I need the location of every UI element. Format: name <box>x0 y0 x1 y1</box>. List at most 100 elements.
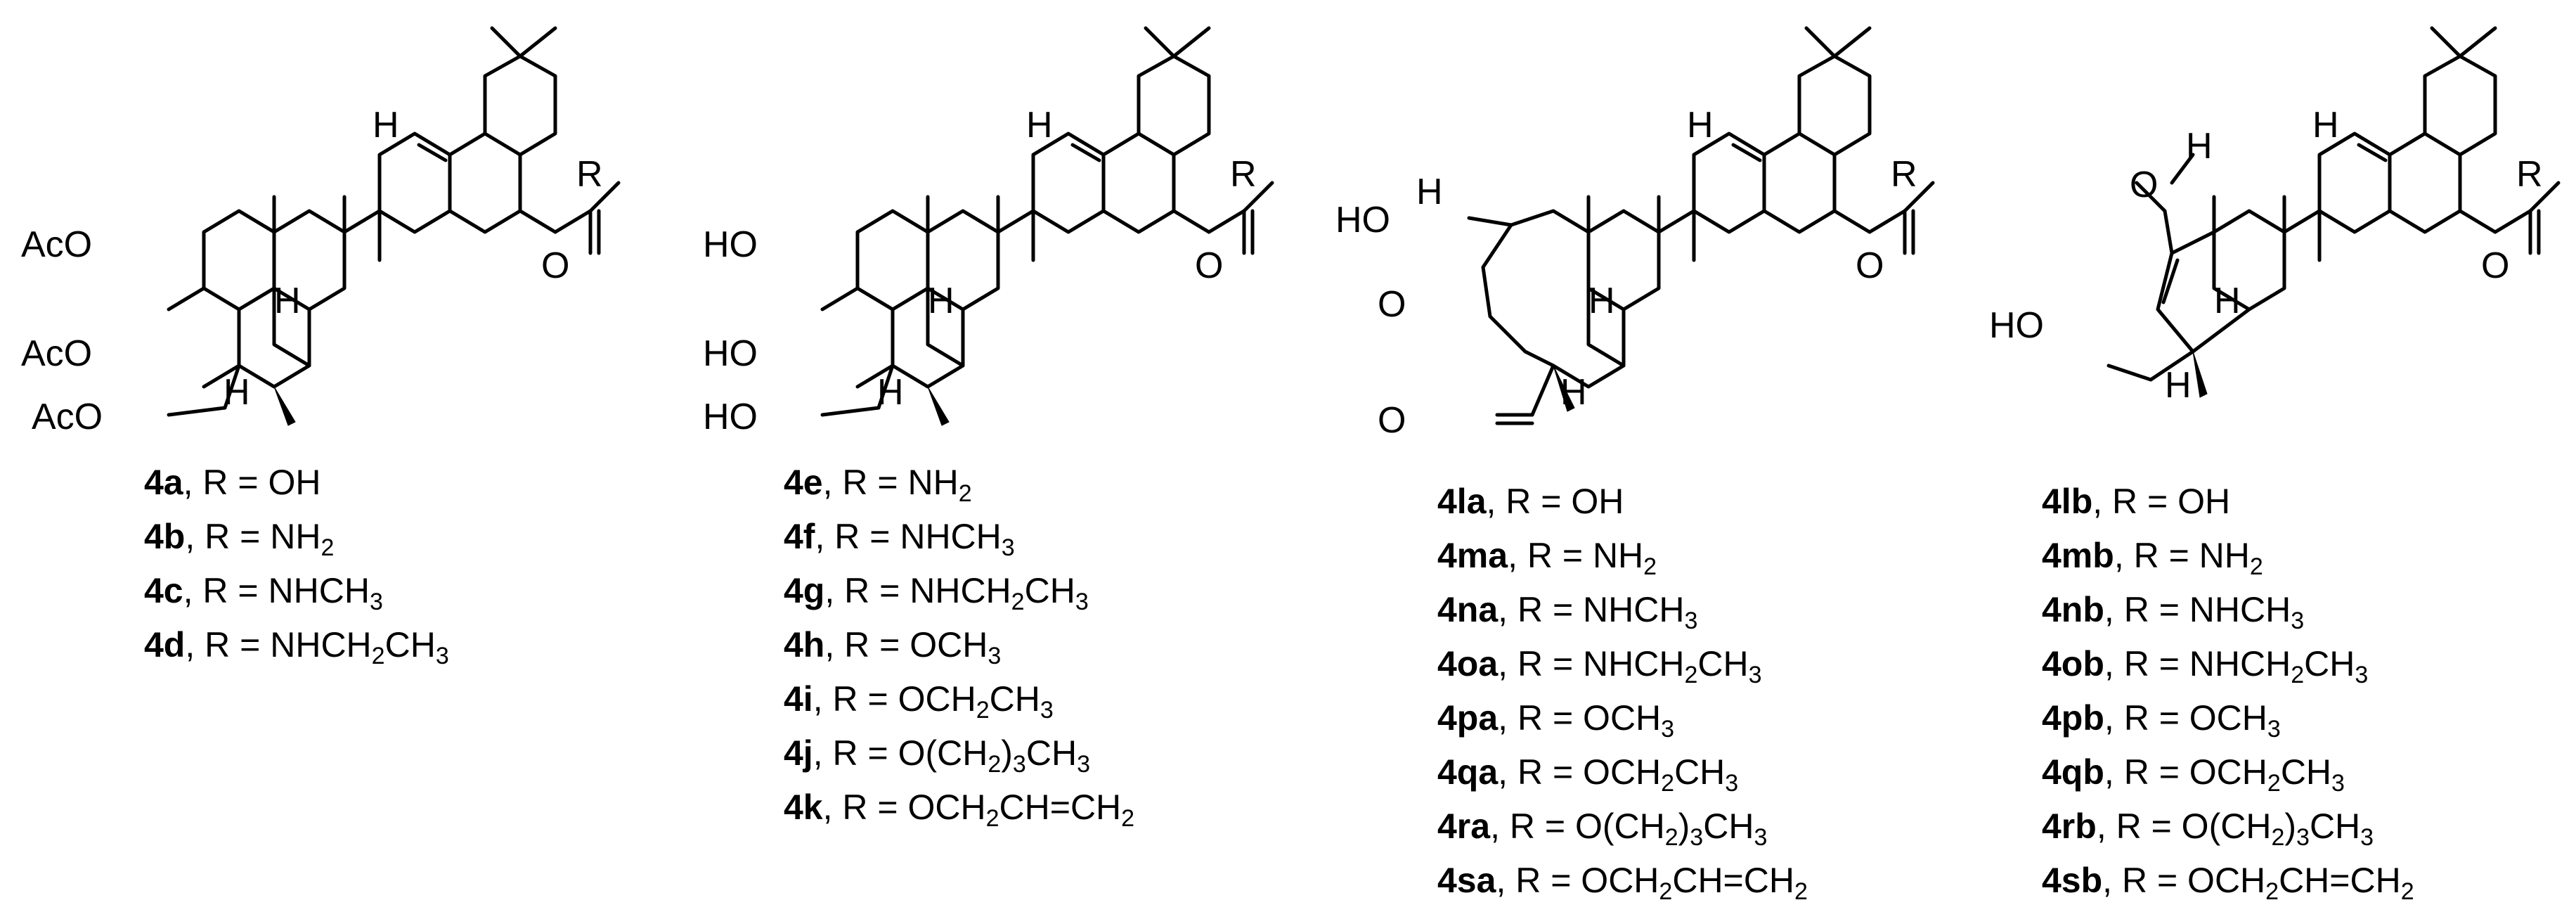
compound-code: 4a <box>144 463 183 502</box>
atom-label: H <box>373 105 399 146</box>
atom-label: O <box>1378 400 1406 441</box>
atom-label: HO <box>703 333 758 374</box>
compound-code: 4pa <box>1437 698 1499 738</box>
subscript: 3 <box>988 643 1002 669</box>
compound-list-4lb-4sb: 4lb, R = OH 4mb, R = NH2 4nb, R = NHCH3 … <box>2042 475 2414 908</box>
compound-code: 4lb <box>2042 482 2093 521</box>
compound-entry: 4qb, R = OCH2CH3 <box>2042 745 2414 799</box>
atom-label: O <box>1378 284 1406 325</box>
compound-code: 4h <box>784 625 825 664</box>
compound-entry: 4na, R = NHCH3 <box>1437 583 1808 637</box>
compound-code: 4i <box>784 679 813 719</box>
subscript: 3 <box>1001 534 1015 561</box>
substituent: , R = OCH <box>824 625 988 664</box>
atom-label: H <box>1687 105 1714 146</box>
subscript: 2 <box>985 805 999 832</box>
subscript: 3 <box>435 643 449 669</box>
compound-entry: 4e, R = NH2 <box>784 456 1134 510</box>
compound-code: 4d <box>144 625 186 664</box>
compound-entry: 4qa, R = OCH2CH3 <box>1437 745 1808 799</box>
compound-entry: 4d, R = NHCH2CH3 <box>144 618 449 672</box>
substituent: , R = OCH <box>2104 752 2267 792</box>
substituent-tail: ) <box>1001 733 1013 773</box>
substituent: , R = O(CH <box>1490 806 1665 846</box>
substituent: , R = NHCH <box>1498 590 1685 629</box>
subscript: 2 <box>1121 805 1135 832</box>
substituent-tail: CH <box>1024 571 1075 610</box>
compound-entry: 4lb, R = OH <box>2042 475 2414 529</box>
subscript: 3 <box>1684 608 1698 634</box>
compound-code: 4b <box>144 517 186 556</box>
atom-label: H <box>1560 372 1587 413</box>
compound-code: 4g <box>784 571 825 610</box>
atom-label: R <box>2516 154 2543 195</box>
atom-label: HO <box>1335 200 1390 240</box>
compound-entry: 4g, R = NHCH2CH3 <box>784 564 1134 618</box>
compound-code: 4na <box>1437 590 1499 629</box>
atom-label: H <box>2312 105 2339 146</box>
subscript: 2 <box>1684 662 1698 688</box>
compound-entry: 4i, R = OCH2CH3 <box>784 672 1134 726</box>
substituent-tail: CH <box>2280 752 2332 792</box>
skeleton-4lb-4sb <box>2106 26 2561 398</box>
subscript: 3 <box>2296 824 2310 851</box>
substituent: , R = O(CH <box>2096 806 2272 846</box>
subscript: 3 <box>2360 824 2374 851</box>
compound-code: 4la <box>1437 482 1487 521</box>
compound-code: 4e <box>784 463 823 502</box>
subscript: 3 <box>1725 770 1739 797</box>
compound-code: 4j <box>784 733 813 773</box>
substituent-tail: CH <box>989 679 1040 719</box>
atom-label: O <box>1195 245 1223 286</box>
substituent: , R = NHCH <box>183 571 370 610</box>
subscript: 3 <box>1661 716 1675 743</box>
subscript: 2 <box>2291 662 2305 688</box>
subscript: 2 <box>321 534 335 561</box>
compound-entry: 4ra, R = O(CH2)3CH3 <box>1437 799 1808 854</box>
compound-entry: 4a, R = OH <box>144 456 449 510</box>
atom-label: HO <box>1989 305 2044 346</box>
subscript: 2 <box>2267 770 2281 797</box>
substituent: , R = OCH <box>2102 861 2266 900</box>
skeleton-4a-4d <box>167 26 621 426</box>
substituent: , R = NHCH <box>815 517 1002 556</box>
subscript: 3 <box>1690 824 1704 851</box>
substituent: , R = OCH <box>2104 698 2267 738</box>
compound-entry: 4oa, R = NHCH2CH3 <box>1437 637 1808 691</box>
substituent: , R = NHCH <box>185 625 372 664</box>
subscript: 2 <box>2265 878 2279 905</box>
substituent: , R = NH <box>185 517 321 556</box>
subscript: 3 <box>2331 770 2345 797</box>
subscript: 2 <box>988 751 1002 778</box>
compound-entry: 4ma, R = NH2 <box>1437 529 1808 583</box>
substituent: , R = OCH <box>813 679 976 719</box>
atom-label: H <box>877 372 904 413</box>
substituent-tail: ) <box>1678 806 1690 846</box>
skeleton-4la-4sa <box>1467 26 1935 425</box>
substituent-tail: CH=CH <box>999 788 1122 827</box>
atom-label: O <box>2130 165 2158 205</box>
atom-label: H <box>1588 281 1615 321</box>
atom-label: H <box>224 372 250 413</box>
compound-code: 4oa <box>1437 644 1499 683</box>
subscript: 3 <box>1012 751 1026 778</box>
atom-label: H <box>2214 281 2241 321</box>
substituent: , R = NHCH <box>2104 644 2291 683</box>
compound-list-4e-4k: 4e, R = NH2 4f, R = NHCH3 4g, R = NHCH2C… <box>784 456 1134 835</box>
subscript: 2 <box>2249 553 2263 580</box>
compound-code: 4c <box>144 571 183 610</box>
atom-label: R <box>1891 154 1917 195</box>
compound-code: 4k <box>784 788 823 827</box>
compound-code: 4mb <box>2042 536 2114 575</box>
compound-code: 4qb <box>2042 752 2104 792</box>
subscript: 3 <box>369 589 383 615</box>
subscript: 3 <box>2267 716 2281 743</box>
substituent: , R = OCH <box>1496 861 1659 900</box>
compound-entry: 4la, R = OH <box>1437 475 1808 529</box>
substituent-tail: CH=CH <box>1672 861 1794 900</box>
compound-list-4la-4sa: 4la, R = OH 4ma, R = NH2 4na, R = NHCH3 … <box>1437 475 1808 908</box>
substituent: , R = NHCH <box>824 571 1011 610</box>
